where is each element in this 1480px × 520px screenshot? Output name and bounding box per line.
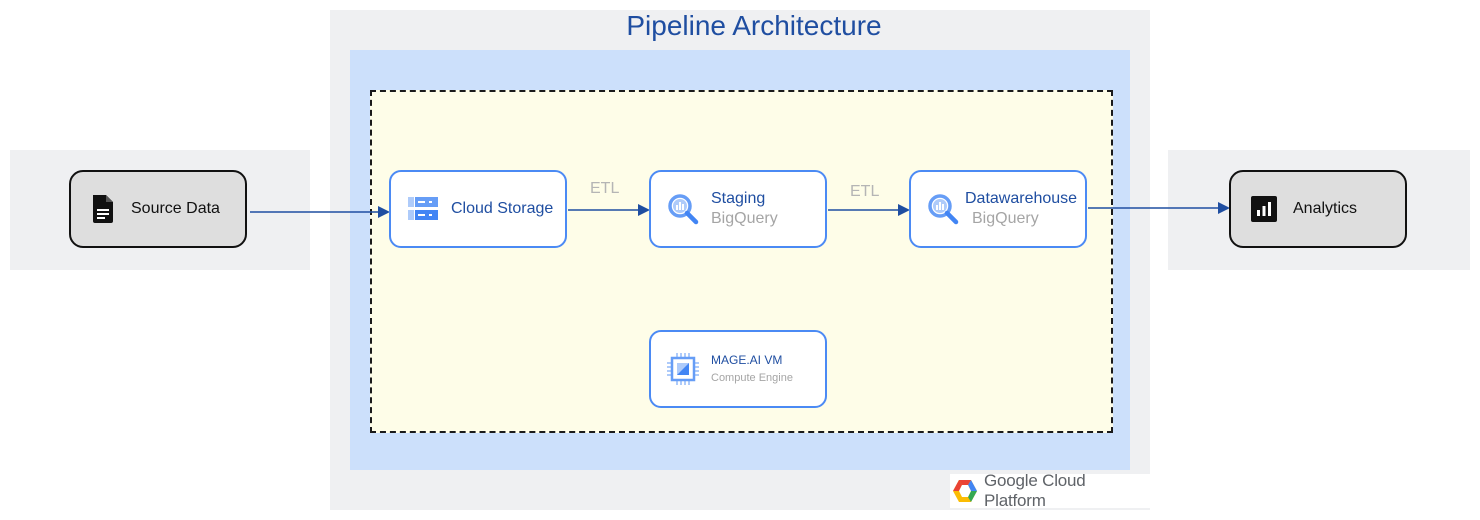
- datawarehouse-label: Datawarehouse: [965, 190, 1078, 207]
- compute-engine-icon: [667, 353, 699, 385]
- cloud-storage-icon: [407, 196, 439, 222]
- mage-vm-label: MAGE.AI VM: [711, 353, 783, 367]
- analytics-node[interactable]: Analytics: [1229, 170, 1407, 248]
- edge-label-etl: ETL: [850, 183, 880, 200]
- edge-label-etl: ETL: [590, 180, 620, 197]
- mage-vm-node[interactable]: MAGE.AI VM Compute Engine: [649, 330, 827, 408]
- google-cloud-logo-icon: [952, 479, 978, 503]
- bigquery-icon: [927, 193, 959, 225]
- diagram-title: Pipeline Architecture: [626, 10, 882, 41]
- analytics-label: Analytics: [1293, 200, 1358, 217]
- staging-label: Staging: [711, 190, 766, 207]
- cloud-storage-label: Cloud Storage: [451, 200, 554, 217]
- gcp-branding: Google Cloud Platform: [950, 471, 1150, 510]
- datawarehouse-sublabel: BigQuery: [972, 210, 1039, 227]
- datawarehouse-node[interactable]: Datawarehouse BigQuery: [909, 170, 1087, 248]
- document-icon: [91, 195, 115, 223]
- staging-node[interactable]: Staging BigQuery: [649, 170, 827, 248]
- gcp-branding-text: Google Cloud Platform: [984, 471, 1086, 510]
- cloud-storage-node[interactable]: Cloud Storage: [389, 170, 567, 248]
- source-data-node[interactable]: Source Data: [69, 170, 247, 248]
- mage-vm-sublabel: Compute Engine: [711, 372, 793, 384]
- staging-sublabel: BigQuery: [711, 210, 778, 227]
- analytics-icon: [1251, 196, 1277, 222]
- bigquery-icon: [667, 193, 699, 225]
- source-data-label: Source Data: [131, 200, 220, 217]
